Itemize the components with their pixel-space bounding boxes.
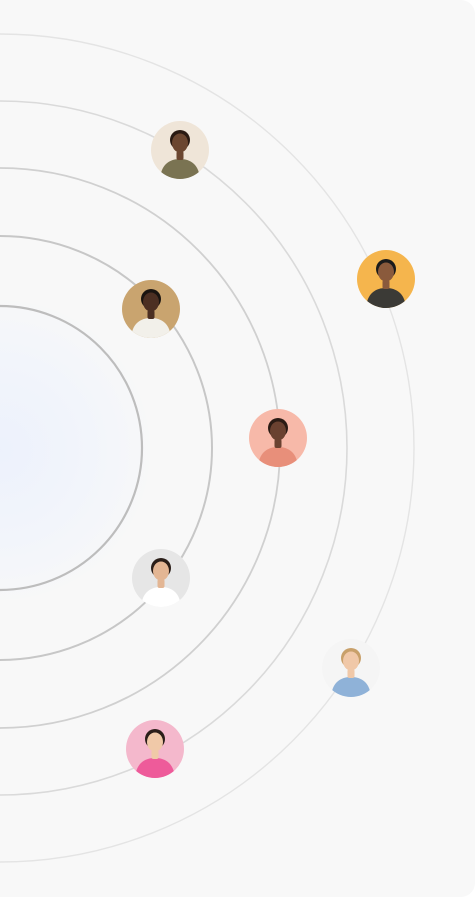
avatar-woman-denim-jacket	[322, 639, 380, 697]
avatar-portrait	[151, 121, 209, 179]
orbit-ring-4	[0, 100, 348, 796]
avatar-neck	[347, 669, 355, 678]
avatar-head	[153, 561, 169, 581]
avatar-head	[343, 651, 359, 671]
avatar-head	[270, 421, 286, 441]
orbit-ring-3	[0, 167, 281, 729]
avatar-portrait	[322, 639, 380, 697]
avatar-man-olive-shirt	[151, 121, 209, 179]
avatar-head	[172, 133, 188, 153]
avatar-body	[135, 758, 175, 778]
avatar-head	[143, 292, 159, 312]
avatar-neck	[151, 750, 159, 759]
avatar-man-hat-glasses	[357, 250, 415, 308]
avatar-body	[331, 677, 371, 697]
avatar-portrait	[126, 720, 184, 778]
avatar-neck	[382, 280, 390, 289]
avatar-neck	[274, 439, 282, 448]
avatar-neck	[157, 579, 165, 588]
orbit-ring-1	[0, 304, 144, 592]
avatar-portrait	[132, 549, 190, 607]
avatar-man-pink-shirt	[249, 409, 307, 467]
avatar-woman-white-top	[132, 549, 190, 607]
orbit-ring-2	[0, 235, 213, 661]
avatar-body	[160, 159, 200, 179]
avatar-neck	[176, 151, 184, 160]
orbit-ring-5	[0, 33, 415, 863]
avatar-portrait	[249, 409, 307, 467]
avatar-head	[378, 262, 394, 282]
avatar-man-white-shirt	[122, 280, 180, 338]
avatar-woman-pink-jacket	[126, 720, 184, 778]
avatar-body	[131, 318, 171, 338]
avatar-neck	[147, 310, 155, 319]
avatar-head	[147, 732, 163, 752]
avatar-portrait	[357, 250, 415, 308]
avatar-body	[258, 447, 298, 467]
avatar-body	[366, 288, 406, 308]
avatar-body	[141, 587, 181, 607]
avatar-portrait	[122, 280, 180, 338]
